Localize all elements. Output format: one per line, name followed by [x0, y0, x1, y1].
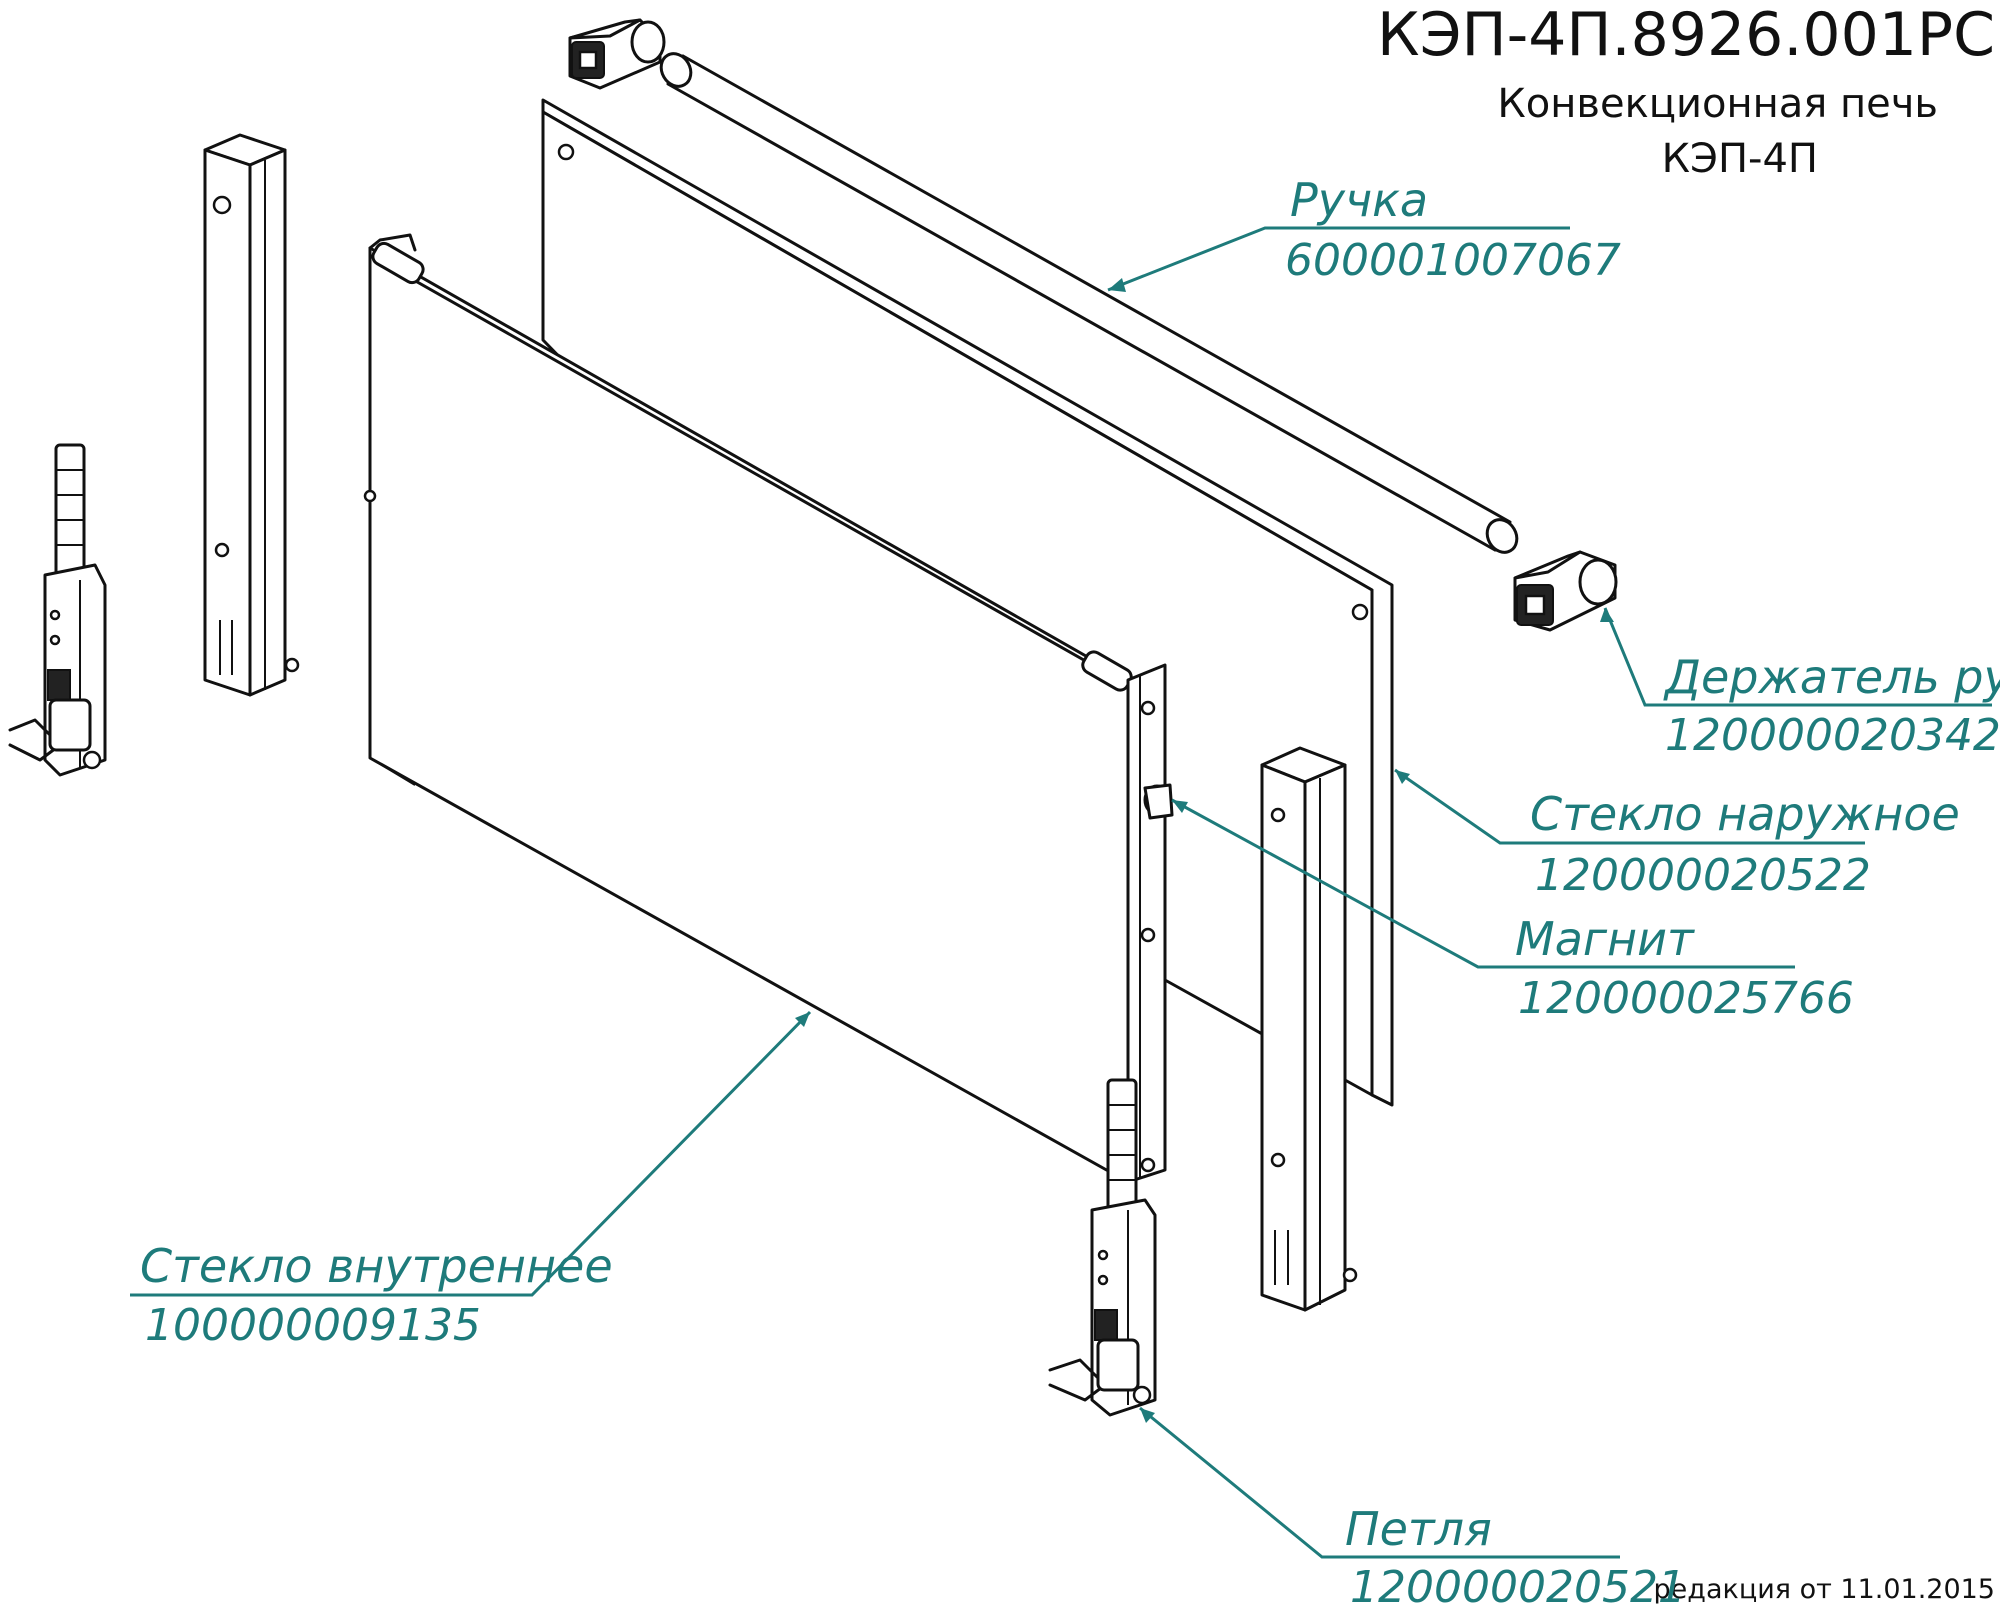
magnet-strip: [1126, 663, 1174, 1184]
right-profile: [1260, 746, 1358, 1312]
callout-hinge-name: Петля: [1345, 1502, 1492, 1556]
callout-outer-glass: Стекло наружное 120000020522: [1394, 768, 1960, 901]
revision-date: редакция от 11.01.2015: [1654, 1574, 1995, 1605]
drawing-code: КЭП-4П.8926.001РС: [1377, 0, 1995, 70]
drawing-title-line2: КЭП-4П: [1662, 136, 1818, 182]
callout-inner-glass-name: Стекло внутреннее: [140, 1239, 613, 1293]
callout-inner-glass-code: 100000009135: [145, 1300, 481, 1351]
callout-handle-holder: Держатель ручки 120000020342: [1600, 607, 2000, 761]
left-profile: [203, 133, 300, 697]
callout-handle-code: 600001007067: [1285, 235, 1621, 286]
handle-holder-right: [1513, 550, 1618, 632]
callout-hinge: Петля 120000020521: [1139, 1406, 1686, 1607]
callout-handle: Ручка 600001007067: [1107, 173, 1621, 292]
callout-handle-holder-name: Держатель ручки: [1663, 650, 2000, 704]
callout-magnet: Магнит 120000025766: [1171, 798, 1854, 1024]
hinge-left: [8, 443, 107, 777]
callout-outer-glass-code: 120000020522: [1535, 850, 1871, 901]
callout-outer-glass-name: Стекло наружное: [1530, 787, 1960, 841]
drawing-title-line1: Конвекционная печь: [1497, 81, 1938, 127]
callout-magnet-code: 120000025766: [1518, 973, 1854, 1024]
callout-handle-holder-code: 120000020342: [1665, 710, 2000, 761]
callout-inner-glass: Стекло внутреннее 100000009135: [130, 1010, 812, 1351]
hinge-right: [1048, 1078, 1157, 1417]
handle-holder-top: [568, 18, 666, 90]
callout-hinge-code: 120000020521: [1350, 1562, 1686, 1607]
handle-tube: [659, 52, 1519, 554]
callout-magnet-name: Магнит: [1515, 912, 1695, 966]
callout-handle-name: Ручка: [1290, 173, 1428, 227]
